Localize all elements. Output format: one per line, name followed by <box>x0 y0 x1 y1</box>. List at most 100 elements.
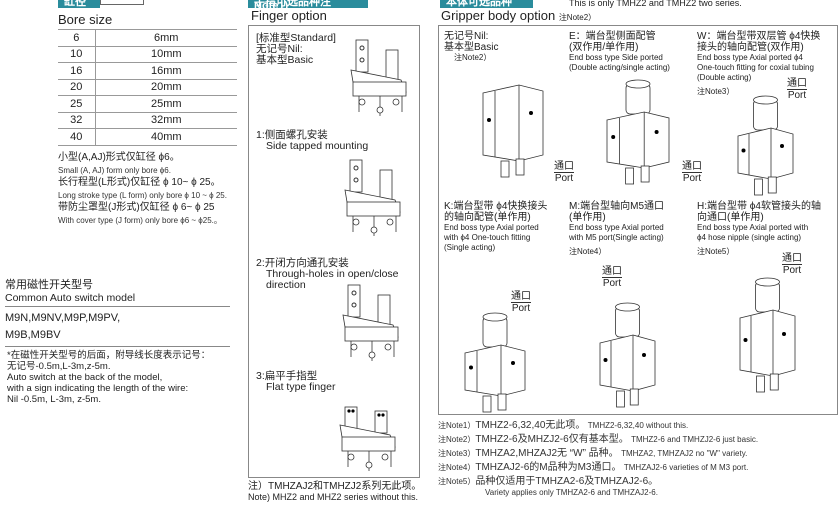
en-line: One-touch fitting for coxial tubing <box>697 63 814 72</box>
switch-models: M9N,M9NV,M9P,M9PV, <box>5 312 121 324</box>
en-line: with M5 port(Single acting) <box>569 233 664 242</box>
gripper-note: 注Note5）品种仅适用于TMHZA2-6及TMHZAJ2-6。 <box>438 476 758 487</box>
body-variant-label: M:端台型轴向M5通口(单作用)End boss type Axial port… <box>569 201 664 257</box>
label-line: 无记号Nil: <box>256 43 303 55</box>
gripper-body-drawing <box>739 277 796 393</box>
switch-note: Auto switch at the back of the model, <box>7 372 163 383</box>
cn-line: H:端台型带 ϕ4软管接头的轴 <box>697 201 821 212</box>
footnote-cn: 注）TMHZAJ2和TMHZJ2系列无此项。 <box>248 481 422 492</box>
en-line: End boss type Axial ported ϕ4 <box>697 53 803 62</box>
bore-code: 32 <box>58 112 96 129</box>
finger-option-tag: 手指可选品种注Note1) <box>248 0 368 8</box>
port-cn: 通口 <box>554 161 574 173</box>
note-key: 注Note3） <box>438 449 476 458</box>
cn-line: 接头的轴向配管(双作用) <box>697 42 804 53</box>
switch-note: with a sign indicating the length of the… <box>7 383 189 394</box>
gripper-body-tag: 本体可选品种 <box>440 0 533 8</box>
label-line: [标准型Standard] <box>256 32 336 44</box>
cn-line: (单作用) <box>569 212 606 223</box>
variant-note: 注Note3） <box>697 87 735 96</box>
cn-line: M:端台型轴向M5通口 <box>569 201 664 212</box>
cn-line: (双作用/单作用) <box>569 42 639 53</box>
bore-value: 20mm <box>95 79 237 96</box>
variant-note: 注Note5） <box>697 247 735 256</box>
gripper-drawing <box>342 284 399 361</box>
port-en: Port <box>682 173 702 184</box>
gripper-drawing <box>339 406 396 471</box>
note-key: 注Note4） <box>438 463 476 472</box>
gripper-drawing <box>344 159 401 236</box>
bore-note: Small (A, AJ) form only bore ϕ6. <box>58 165 171 175</box>
label-line: 1:侧面螺孔安装 <box>256 129 328 141</box>
bore-value: 40mm <box>95 128 237 146</box>
switch-models: M9B,M9BV <box>5 327 230 347</box>
en-line: (Single acting) <box>444 243 496 252</box>
cn-line: 无记号Nil: <box>444 31 489 42</box>
bore-note: 长行程型(L形式)仅缸径 ϕ 10~ ϕ 25。 <box>58 177 221 188</box>
note-en: TMHZ2-6 and TMHZJ2-6 just basic. <box>631 435 759 444</box>
gripper-notes: 注Note1）TMHZ2-6,32,40无此项。 TMHZ2-6,32,40 w… <box>438 420 758 490</box>
variant-note: 注Note2） <box>454 53 492 62</box>
gripper-body-drawing <box>482 84 544 178</box>
note-key: 注Note2） <box>438 435 476 444</box>
en-line: End boss type Axial ported with <box>697 223 809 232</box>
switch-note: *在磁性开关型号的后面，附导线长度表示记号： <box>7 350 211 361</box>
label-line: 2:开闭方向通孔安装 <box>256 257 349 269</box>
gripper-drawing <box>350 39 407 116</box>
port-cn: 通口 <box>782 253 802 265</box>
note-cn: TMHZ2-6及MHZJ2-6仅有基本型。 <box>475 434 629 445</box>
note-key: 注Note1） <box>438 421 476 430</box>
finger-option-box: [标准型Standard] 无记号Nil: 基本型Basic 1:侧面螺孔安装 … <box>248 25 420 478</box>
switch-note: Nil -0.5m, L-3m, z-5m. <box>7 394 101 405</box>
finger-side-tapped-label: 1:侧面螺孔安装 Side tapped mounting <box>256 130 368 152</box>
bore-code: 6 <box>58 29 96 47</box>
variant-note: 注Note4） <box>569 247 607 256</box>
note-cn: 品种仅适用于TMHZA2-6及TMHZAJ2-6。 <box>475 476 659 487</box>
note-en: TMHZA2, TMHZAJ2 no "W" variety. <box>621 449 748 458</box>
cn-line: W：端台型带双层管 ϕ4快换 <box>697 31 821 42</box>
cn-line: 基本型Basic <box>444 42 499 53</box>
en-line: End boss type Axial ported <box>444 223 539 232</box>
finger-through-holes-label: 2:开闭方向通孔安装 Through-holes in open/close d… <box>256 258 399 291</box>
footnote-en: Note) MHZ2 and MHZ2 series without this. <box>248 492 419 502</box>
bore-code: 25 <box>58 95 96 113</box>
cn-line: E：端台型侧面配管 <box>569 31 656 42</box>
bore-code: 16 <box>58 62 96 80</box>
label-line: Flat type finger <box>266 381 336 393</box>
en-line: ϕ4 hose nipple (single acting) <box>697 233 802 242</box>
bore-value: 16mm <box>95 62 237 80</box>
en-line: End boss type Side ported <box>569 53 663 62</box>
body-variant-label: E：端台型侧面配管(双作用/单作用)End boss type Side por… <box>569 31 670 73</box>
gripper-body-drawing <box>464 312 526 413</box>
bore-size-tag: 缸径 <box>58 0 100 8</box>
body-variant-label: H:端台型带 ϕ4软管接头的轴向通口(单作用)End boss type Axi… <box>697 201 821 257</box>
series-note: This is only TMHZ2 and TMHZ2 two series. <box>569 0 742 8</box>
switch-note: 无记号-0.5m,L-3m,z-5m. <box>7 361 111 372</box>
en-line: with ϕ4 One-touch fitting <box>444 233 531 242</box>
cn-line: 向通口(单作用) <box>697 212 764 223</box>
gripper-note: 注Note4）TMHZAJ2-6的M品种为M3通口。 TMHZAJ2-6 var… <box>438 462 758 473</box>
note-cn: TMHZAJ2-6的M品种为M3通口。 <box>475 462 622 473</box>
bore-value: 6mm <box>95 29 237 47</box>
port-en: Port <box>554 173 574 184</box>
label-line: 基本型Basic <box>256 54 314 66</box>
port-cn: 通口 <box>602 266 622 278</box>
port-cn: 通口 <box>511 291 531 303</box>
label-line: 3:扁平手指型 <box>256 370 318 382</box>
label-line: Side tapped mounting <box>266 140 369 152</box>
cn-line: 的轴向配管(单作用) <box>444 212 531 223</box>
bore-code: 10 <box>58 46 96 63</box>
bore-value: 32mm <box>95 112 237 129</box>
